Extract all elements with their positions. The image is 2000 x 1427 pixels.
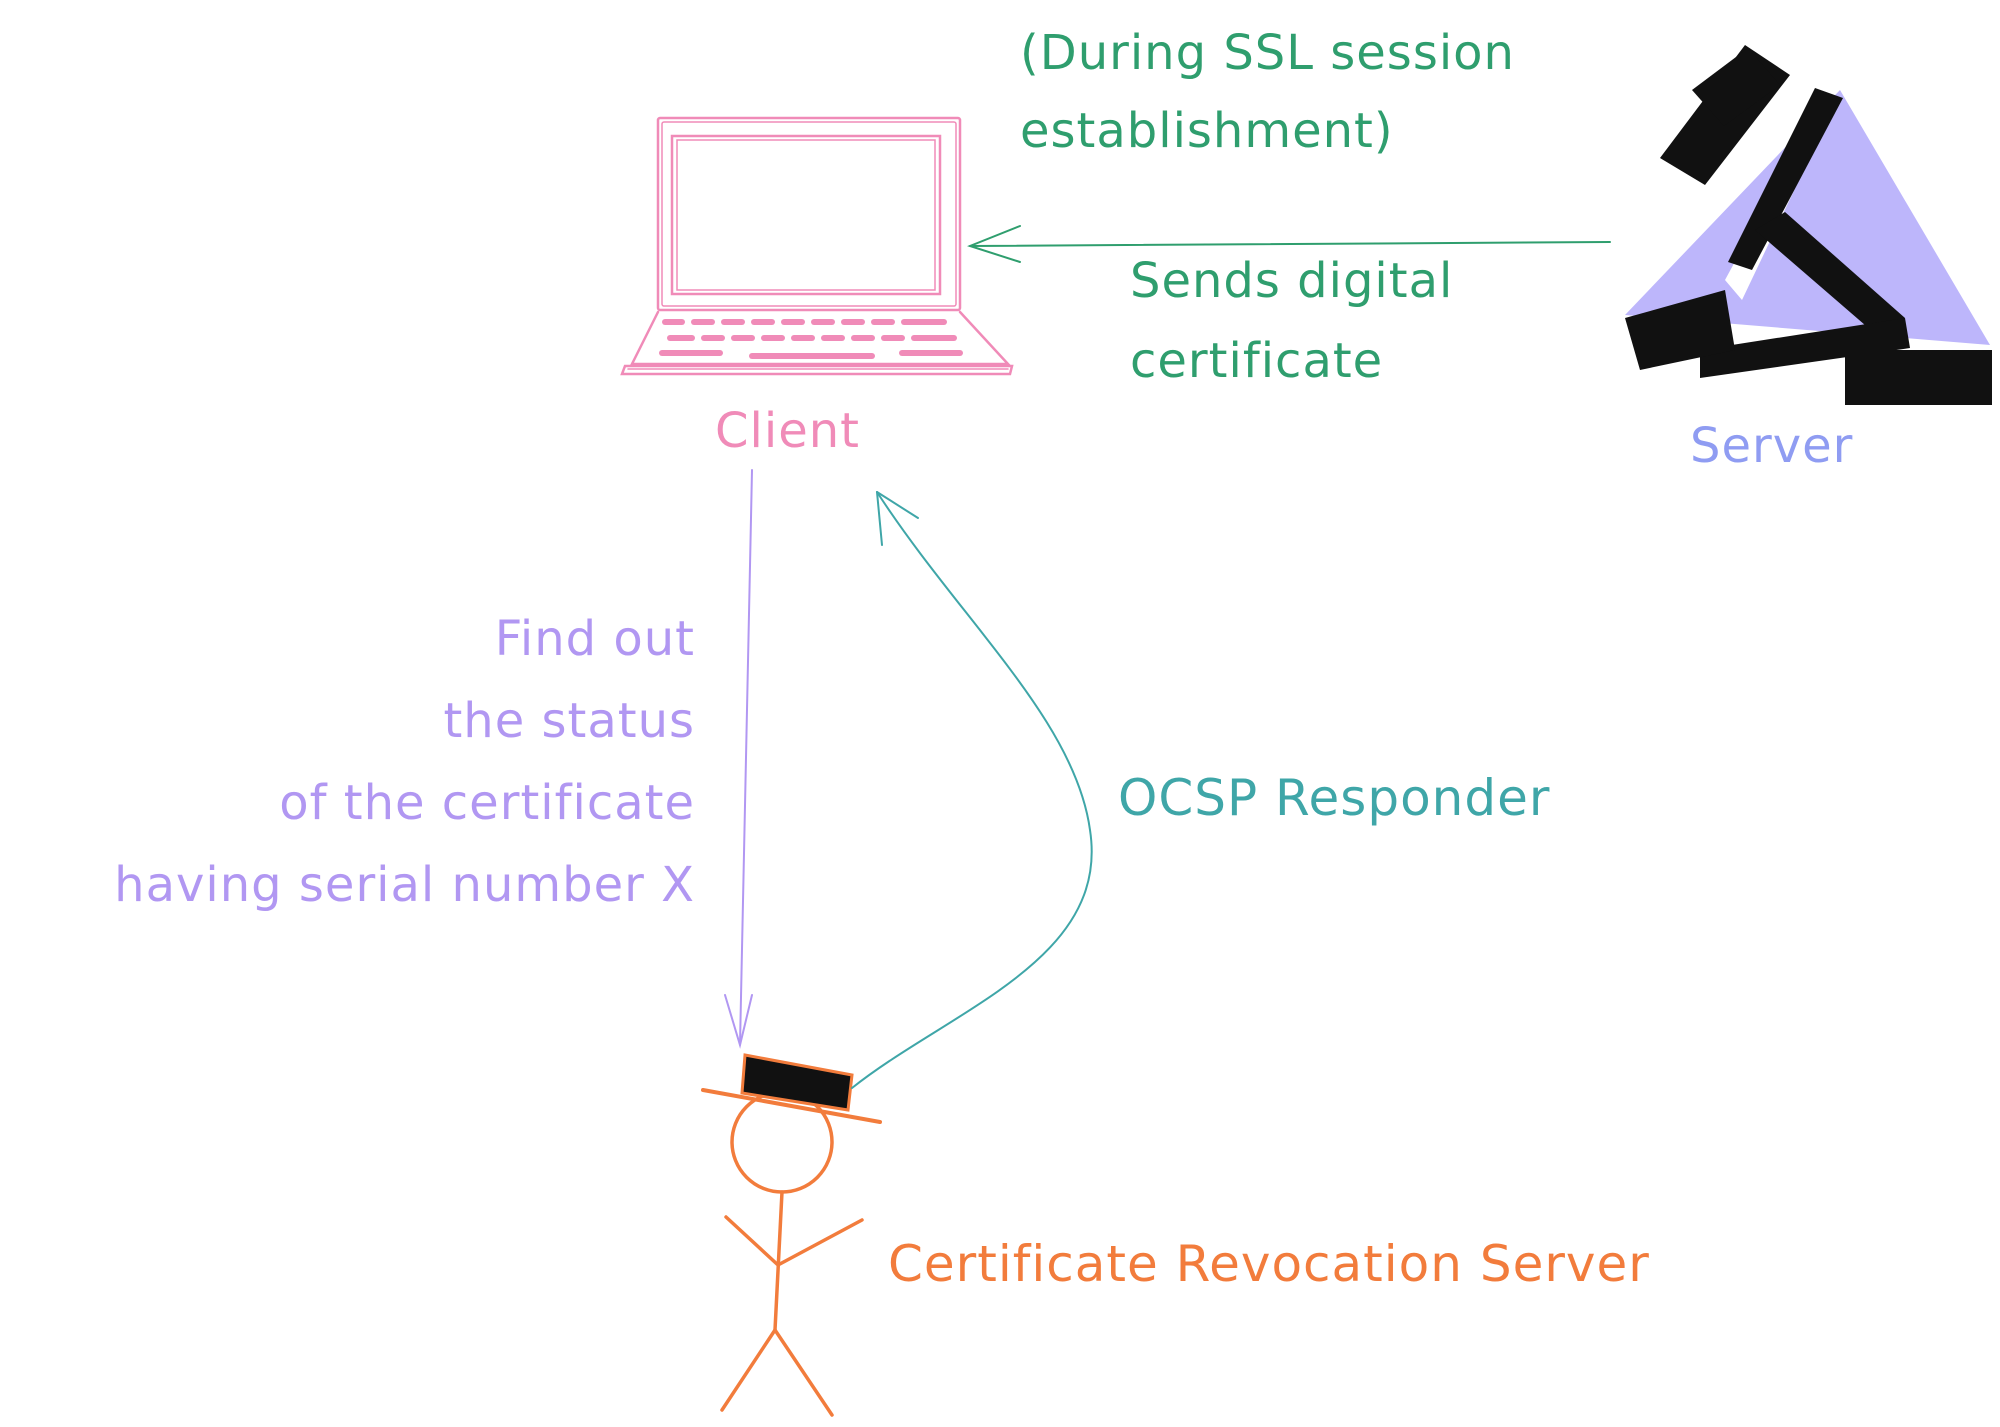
status-query-line-1: Find out — [494, 611, 695, 667]
ssl-note-line-2: establishment) — [1020, 103, 1394, 159]
edge-server-to-client — [967, 225, 1611, 263]
server-label: Server — [1690, 418, 1854, 474]
sends-cert-label-line-1: Sends digital — [1130, 253, 1454, 309]
revocation-server-label: Certificate Revocation Server — [888, 1235, 1650, 1293]
status-query-line-4: having serial number X — [114, 857, 695, 913]
stick-figure-with-hat-icon — [701, 1053, 882, 1417]
edge-client-to-revocation — [724, 469, 753, 1049]
client-label: Client — [715, 403, 860, 459]
ssl-note-line-1: (During SSL session — [1020, 25, 1515, 81]
status-query-line-2: the status — [443, 693, 695, 749]
sends-cert-label-line-2: certificate — [1130, 333, 1384, 389]
status-query-label: Find out the status of the certificate h… — [114, 598, 695, 926]
laptop-icon — [620, 116, 1014, 376]
status-query-line-3: of the certificate — [279, 775, 695, 831]
edge-revocation-to-client — [851, 491, 1093, 1089]
ocsp-responder-label: OCSP Responder — [1118, 769, 1551, 827]
server-logo-icon — [1625, 45, 1992, 405]
